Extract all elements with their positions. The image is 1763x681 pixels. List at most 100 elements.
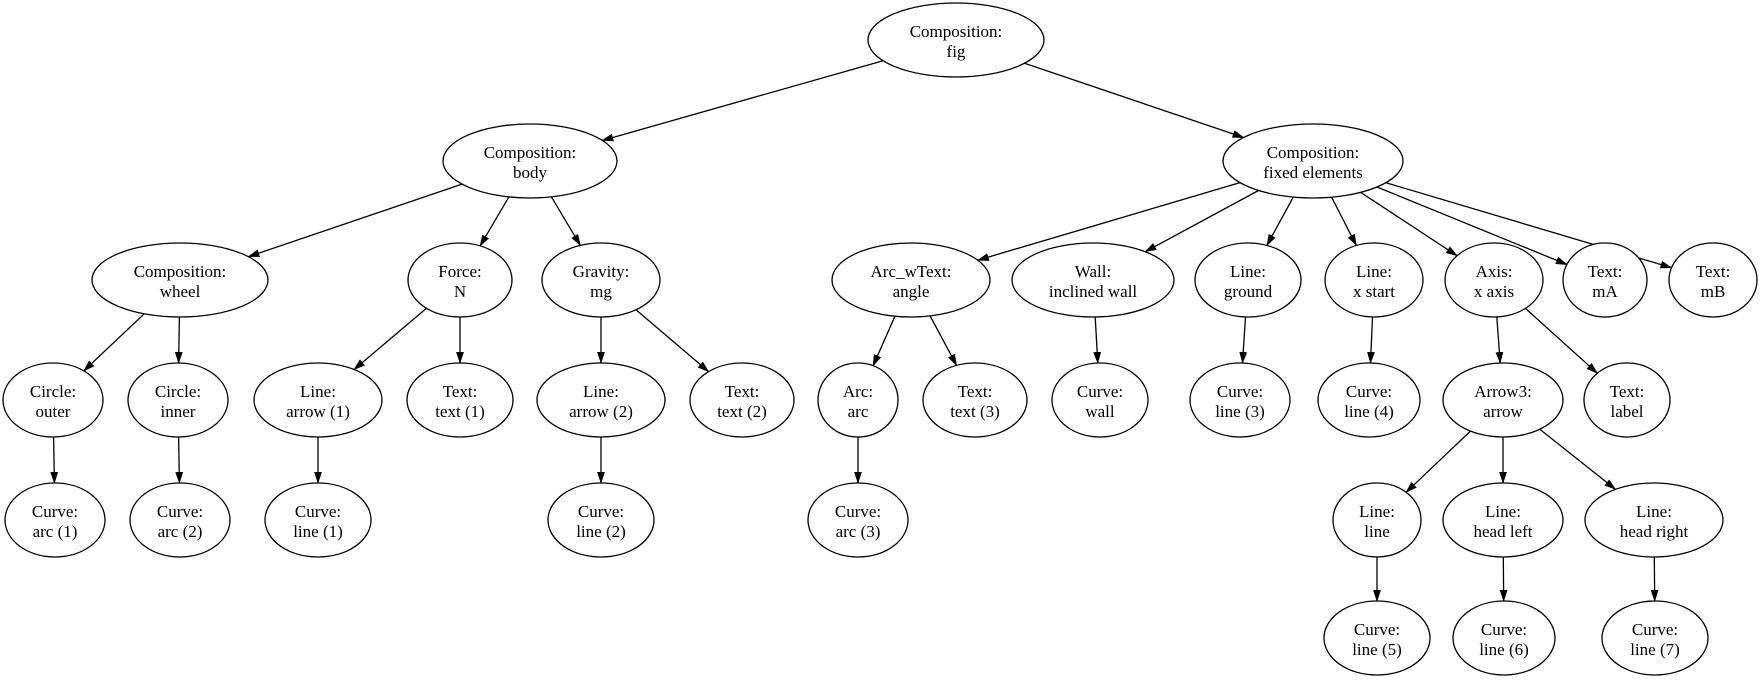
node-mA: Text:mA xyxy=(1562,242,1648,318)
edge-arcwtext-to-text3 xyxy=(929,315,958,367)
node-carc3: Curve:arc (3) xyxy=(807,482,909,558)
node-ellipse-text2 xyxy=(689,362,795,438)
node-arcwtext: Arc_wText:angle xyxy=(831,242,991,318)
node-label-type-line4: Curve: xyxy=(1346,382,1392,401)
node-ellipse-arrow1 xyxy=(253,362,383,438)
node-text2: Text:text (2) xyxy=(689,362,795,438)
node-cline2: Curve:line (2) xyxy=(547,482,655,558)
node-ellipse-mB xyxy=(1668,242,1758,318)
node-label-name-ground: ground xyxy=(1224,282,1273,301)
node-label-name-mB: mB xyxy=(1701,282,1726,301)
node-label-name-cline1: line (1) xyxy=(293,522,343,541)
node-label-name-wall: inclined wall xyxy=(1049,282,1138,301)
node-label-name-forceN: N xyxy=(454,282,466,301)
node-label-type-gravity: Gravity: xyxy=(573,262,630,281)
node-fig: Composition:fig xyxy=(867,2,1045,78)
node-label-name-cline2: line (2) xyxy=(576,522,626,541)
node-ellipse-carc3 xyxy=(807,482,909,558)
edge-body-to-forceN xyxy=(479,196,510,247)
node-label-name-headleft: head left xyxy=(1474,522,1533,541)
node-label-name-carc3: arc (3) xyxy=(836,522,881,541)
node-label-type-carc3: Curve: xyxy=(835,502,881,521)
node-label: Text:label xyxy=(1583,362,1671,438)
node-label-name-cline6: line (6) xyxy=(1479,640,1529,659)
node-cline7: Curve:line (7) xyxy=(1601,600,1709,676)
edge-fixed-to-xaxis xyxy=(1360,191,1458,257)
node-body: Composition:body xyxy=(442,123,618,199)
node-label-type-cline6: Curve: xyxy=(1481,620,1527,639)
node-ellipse-body xyxy=(442,123,618,199)
node-label-type-headleft: Line: xyxy=(1485,502,1521,521)
node-label-type-line3: Curve: xyxy=(1217,382,1263,401)
node-forceN: Force:N xyxy=(407,242,513,318)
node-ellipse-wall xyxy=(1011,242,1175,318)
node-carc2: Curve:arc (2) xyxy=(129,482,231,558)
node-carc1: Curve:arc (1) xyxy=(4,482,106,558)
node-ellipse-arrow3 xyxy=(1442,362,1564,438)
node-label-type-inner: Circle: xyxy=(155,382,201,401)
node-inner: Circle:inner xyxy=(127,362,229,438)
edge-outer-to-carc1 xyxy=(50,436,59,484)
node-label-name-arrow3: arrow xyxy=(1483,402,1523,421)
node-ellipse-outer xyxy=(2,362,104,438)
edge-wheel-to-inner xyxy=(174,316,183,364)
node-xaxis: Axis:x axis xyxy=(1444,242,1544,318)
node-headright: Line:head right xyxy=(1584,482,1724,558)
edge-arrow3-to-lline xyxy=(1405,430,1471,493)
node-label-type-xstart: Line: xyxy=(1356,262,1392,281)
node-ellipse-xaxis xyxy=(1444,242,1544,318)
node-arrow3: Arrow3:arrow xyxy=(1442,362,1564,438)
node-label-name-carc2: arc (2) xyxy=(158,522,203,541)
node-fixed: Composition:fixed elements xyxy=(1222,123,1404,199)
node-label-type-lline: Line: xyxy=(1359,502,1395,521)
edge-forceN-to-arrow1 xyxy=(353,307,427,371)
node-label-name-arrow2: arrow (2) xyxy=(569,402,633,421)
node-label-type-wall: Wall: xyxy=(1075,262,1111,281)
node-text1: Text:text (1) xyxy=(406,362,514,438)
node-ellipse-gravity xyxy=(541,242,661,318)
node-ellipse-cline2 xyxy=(547,482,655,558)
edge-fig-to-fixed xyxy=(1024,62,1245,139)
edge-fixed-to-xstart xyxy=(1331,196,1357,247)
edge-fig-to-body xyxy=(601,60,884,142)
node-label-name-cline7: line (7) xyxy=(1630,640,1680,659)
node-arrow2: Line:arrow (2) xyxy=(536,362,666,438)
node-label-name-text2: text (2) xyxy=(717,402,767,421)
node-ellipse-line4 xyxy=(1317,362,1421,438)
node-label-name-arcwtext: angle xyxy=(893,282,930,301)
node-ellipse-cline5 xyxy=(1323,600,1431,676)
node-label-type-wheel: Composition: xyxy=(134,262,227,281)
edge-arcwtext-to-arc xyxy=(872,315,896,367)
node-label-name-line3: line (3) xyxy=(1215,402,1265,421)
edge-fixed-to-arcwtext xyxy=(976,181,1241,261)
node-ellipse-arrow2 xyxy=(536,362,666,438)
node-ellipse-headright xyxy=(1584,482,1724,558)
edge-xaxis-to-arrow3 xyxy=(1495,316,1504,364)
node-headleft: Line:head left xyxy=(1442,482,1564,558)
node-label-type-text3: Text: xyxy=(958,382,993,401)
node-ellipse-inner xyxy=(127,362,229,438)
node-ellipse-lline xyxy=(1332,482,1422,558)
node-label-name-arc: arc xyxy=(848,402,869,421)
node-ellipse-fixed xyxy=(1222,123,1404,199)
node-label-type-arrow2: Line: xyxy=(583,382,619,401)
node-label-type-mB: Text: xyxy=(1696,262,1731,281)
node-ellipse-cline7 xyxy=(1601,600,1709,676)
node-mB: Text:mB xyxy=(1668,242,1758,318)
node-label-name-arrow1: arrow (1) xyxy=(286,402,350,421)
node-label-name-fig: fig xyxy=(947,42,966,61)
node-label-name-body: body xyxy=(513,163,548,182)
edge-xaxis-to-label xyxy=(1524,307,1599,374)
node-label-type-cline1: Curve: xyxy=(295,502,341,521)
node-ellipse-cline6 xyxy=(1452,600,1556,676)
node-ellipse-text3 xyxy=(922,362,1028,438)
node-label-name-line4: line (4) xyxy=(1344,402,1394,421)
edge-inner-to-carc2 xyxy=(175,436,184,484)
node-label-type-forceN: Force: xyxy=(438,262,481,281)
node-text3: Text:text (3) xyxy=(922,362,1028,438)
node-label-name-wheel: wheel xyxy=(160,282,201,301)
node-label-type-cline5: Curve: xyxy=(1354,620,1400,639)
node-ellipse-cline1 xyxy=(264,482,372,558)
node-ellipse-headleft xyxy=(1442,482,1564,558)
